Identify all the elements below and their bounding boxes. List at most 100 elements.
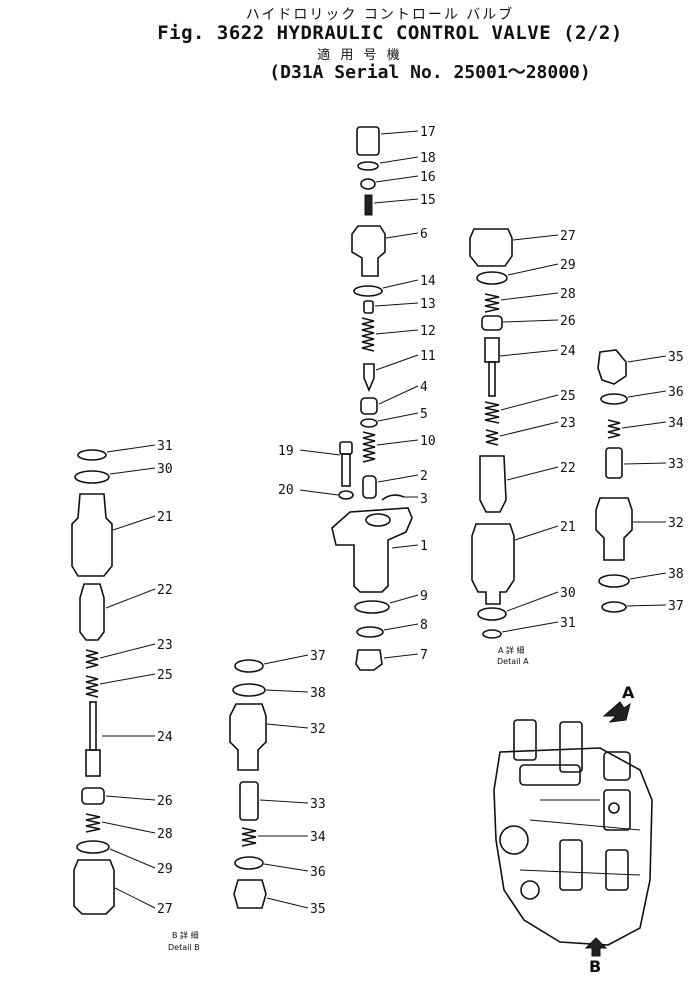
- label-8: 8: [420, 618, 428, 633]
- part-b24-spool-head: [85, 749, 101, 777]
- part-c36-ring: [600, 393, 628, 405]
- valve-port-right: [608, 802, 620, 814]
- part-3-clip: [381, 494, 405, 501]
- label-4: 4: [420, 380, 428, 395]
- part-16-nut: [360, 178, 376, 190]
- part-a30-ring: [477, 607, 507, 621]
- part-13-pin: [363, 300, 374, 314]
- title-japanese: ハイドロリック コントロール バルブ: [245, 7, 515, 23]
- part-2-piece: [362, 475, 377, 499]
- label-b27: 27: [157, 902, 173, 917]
- part-8-ring: [356, 626, 384, 638]
- label-13: 13: [420, 297, 436, 312]
- part-12-spring: [361, 317, 375, 352]
- label-d38: 38: [310, 686, 326, 701]
- detail-b-en: Detail B: [168, 943, 200, 952]
- label-b29: 29: [157, 862, 173, 877]
- label-14: 14: [420, 274, 436, 289]
- label-c35: 35: [668, 350, 684, 365]
- part-7-plug: [355, 649, 383, 671]
- part-11-poppet: [363, 363, 375, 393]
- part-a24-spool-head: [484, 337, 500, 363]
- label-c34: 34: [668, 416, 684, 431]
- part-b22-sleeve: [79, 583, 105, 641]
- detail-a-en: Detail A: [497, 657, 529, 666]
- part-d37-ring: [234, 659, 264, 673]
- valve-lower-right: [605, 849, 629, 891]
- part-d34-spring: [241, 827, 257, 847]
- label-a26: 26: [560, 314, 576, 329]
- label-c37: 37: [668, 599, 684, 614]
- label-10: 10: [420, 434, 436, 449]
- part-c38-ring: [598, 574, 630, 588]
- label-20: 20: [278, 483, 294, 498]
- label-2: 2: [420, 469, 428, 484]
- part-c33-piston: [605, 447, 623, 479]
- label-7: 7: [420, 648, 428, 663]
- valve-flange: [519, 764, 581, 786]
- part-b25-spring: [85, 675, 99, 698]
- part-c32-body: [595, 497, 633, 561]
- label-b23: 23: [157, 638, 173, 653]
- part-b27-cap: [73, 859, 115, 915]
- valve-block: [493, 747, 653, 946]
- assembled-valve: [493, 719, 653, 946]
- detail-b-assembly: 31 30 21 22 23 25 24 26 28 29 27 B 詳 細 D…: [71, 439, 200, 952]
- label-c33: 33: [668, 457, 684, 472]
- valve-port-left: [499, 825, 529, 855]
- part-b24-spool-stem: [89, 701, 97, 751]
- part-b28-spring: [85, 813, 101, 833]
- label-19: 19: [278, 444, 294, 459]
- valve-port-lower: [520, 880, 540, 900]
- label-d37: 37: [310, 649, 326, 664]
- label-12: 12: [420, 324, 436, 339]
- part-b29-ring: [76, 840, 110, 854]
- label-a22: 22: [560, 461, 576, 476]
- part-a24-spool-stem: [488, 361, 496, 397]
- part-b26-nut: [81, 787, 105, 805]
- label-b31: 31: [157, 439, 173, 454]
- part-d35-plug: [233, 879, 267, 909]
- label-a23: 23: [560, 416, 576, 431]
- label-d33: 33: [310, 797, 326, 812]
- label-11: 11: [420, 349, 436, 364]
- part-a25-spring: [484, 401, 500, 424]
- valve-cartridge: [559, 721, 583, 773]
- label-a24: 24: [560, 344, 576, 359]
- label-1: 1: [420, 539, 428, 554]
- serial-range: (D31A Serial No. 25001～28000): [269, 62, 591, 83]
- arrow-a-icon: [602, 701, 631, 723]
- part-18-ring: [357, 161, 379, 171]
- center-assembly: 17 18 16 15 6 14 13 12 11 4: [278, 125, 436, 671]
- view-arrow-b: B: [584, 937, 608, 976]
- part-19-bolt-head: [339, 441, 353, 455]
- label-a31: 31: [560, 616, 576, 631]
- part-a21-body: [471, 523, 515, 605]
- part-15-screw: [364, 194, 373, 216]
- label-d36: 36: [310, 865, 326, 880]
- detail-b-jp: B 詳 細: [172, 930, 199, 940]
- view-label-b: B: [589, 957, 601, 976]
- applicability-japanese: 適 用 号 機: [317, 48, 403, 63]
- right-upper-assembly: 35 36 34 33 32 38 37: [595, 349, 684, 614]
- label-a30: 30: [560, 586, 576, 601]
- part-14-ring: [353, 285, 383, 297]
- label-d32: 32: [310, 722, 326, 737]
- part-9-ring: [354, 600, 390, 614]
- part-20-washer: [338, 490, 354, 500]
- label-c32: 32: [668, 516, 684, 531]
- label-17: 17: [420, 125, 436, 140]
- valve-cap-right: [603, 751, 631, 781]
- part-d32-body: [229, 703, 267, 771]
- label-c38: 38: [668, 567, 684, 582]
- part-d33-piston: [239, 781, 259, 821]
- label-6: 6: [420, 227, 428, 242]
- label-b21: 21: [157, 510, 173, 525]
- label-a27: 27: [560, 229, 576, 244]
- label-c36: 36: [668, 385, 684, 400]
- label-d34: 34: [310, 830, 326, 845]
- label-a29: 29: [560, 258, 576, 273]
- title-english: Fig. 3622 HYDRAULIC CONTROL VALVE (2/2): [157, 22, 623, 44]
- label-5: 5: [420, 407, 428, 422]
